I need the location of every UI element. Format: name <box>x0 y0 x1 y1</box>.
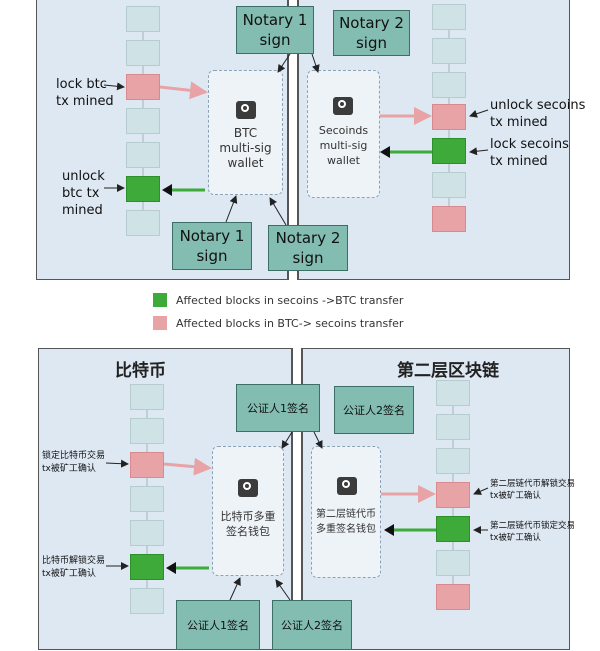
btc-lock-block <box>126 74 160 100</box>
bottom-panel-divider <box>292 348 302 650</box>
notary2-sign-bottom: Notary 2 sign <box>268 225 348 271</box>
sidechain-block <box>436 448 470 474</box>
btc-wallet-label: 比特币多重 签名钱包 <box>220 510 276 538</box>
btc-block <box>126 6 160 32</box>
btc-block <box>130 418 164 444</box>
unlock-secoins-label: unlock secoins tx mined <box>490 98 586 130</box>
notary1-sign-top: Notary 1 sign <box>236 6 314 54</box>
notary1-sign-bottom: Notary 1 sign <box>172 222 252 270</box>
top-panel-divider <box>288 0 298 280</box>
sidechain-block <box>432 72 466 98</box>
btc-block <box>126 108 160 134</box>
notary2-sign-top: Notary 2 sign <box>333 10 410 56</box>
sidechain-lock-block <box>432 138 466 164</box>
btc-block <box>130 520 164 546</box>
legend-pink-text: Affected blocks in BTC-> secoins transfe… <box>176 317 404 330</box>
btc-block <box>130 486 164 512</box>
notary2-sign-bottom: 公证人2签名 <box>272 600 352 650</box>
lock-sidechain-label: 第二层链代币锁定交易 tx被矿工确认 <box>490 521 576 543</box>
btc-unlock-block <box>130 554 164 580</box>
btc-block <box>130 384 164 410</box>
btc-multisig-wallet: 比特币多重 签名钱包 <box>212 446 284 576</box>
legend-green-swatch <box>153 293 167 307</box>
sidechain-multisig-wallet: 第二层链代币 多重签名钱包 <box>311 446 381 578</box>
sidechain-multisig-wallet: Secoinds multi-sig wallet <box>307 70 380 198</box>
sidechain-block-pink <box>432 206 466 232</box>
sidechain-wallet-label: 第二层链代币 多重签名钱包 <box>316 509 376 535</box>
sidechain-block <box>432 172 466 198</box>
notary1-sign-bottom: 公证人1签名 <box>176 600 260 650</box>
btc-multisig-wallet: BTC multi-sig wallet <box>208 70 283 195</box>
btc-block <box>130 588 164 614</box>
bottom-chain-links <box>146 406 454 588</box>
notary1-sign-top: 公证人1签名 <box>236 384 320 432</box>
btc-block <box>126 142 160 168</box>
btc-block <box>126 210 160 236</box>
sidechain-block <box>436 380 470 406</box>
lock-btc-label: 锁定比特币交易 tx被矿工确认 <box>42 451 106 474</box>
safe-icon <box>333 97 353 115</box>
lock-btc-label: lock btc tx mined <box>56 77 114 109</box>
sidechain-unlock-block <box>432 104 466 130</box>
btc-lock-block <box>130 452 164 478</box>
unlock-sidechain-label: 第二层链代币解锁交易 tx被矿工确认 <box>490 479 576 501</box>
legend-pink-swatch <box>153 316 167 330</box>
right-chain-title: 第二层区块链 <box>397 361 499 381</box>
btc-unlock-block <box>126 176 160 202</box>
sidechain-block <box>432 38 466 64</box>
sidechain-unlock-block <box>436 482 470 508</box>
sidechain-block-pink <box>436 584 470 610</box>
sidechain-block <box>436 414 470 440</box>
btc-chain-links <box>142 30 450 210</box>
unlock-btc-label: unlock btc tx mined <box>62 169 105 218</box>
lock-secoins-label: lock secoins tx mined <box>490 137 569 169</box>
safe-icon <box>337 477 357 495</box>
sidechain-lock-block <box>436 516 470 542</box>
safe-icon <box>236 101 256 119</box>
sidechain-block <box>436 550 470 576</box>
btc-wallet-label: BTC multi-sig wallet <box>219 126 272 170</box>
unlock-btc-label: 比特币解锁交易 tx被矿工确认 <box>42 556 106 579</box>
left-chain-title: 比特币 <box>115 361 166 381</box>
legend-green-text: Affected blocks in secoins ->BTC transfe… <box>176 294 404 307</box>
btc-block <box>126 40 160 66</box>
safe-icon <box>238 479 258 497</box>
sidechain-wallet-label: Secoinds multi-sig wallet <box>318 124 369 167</box>
sidechain-block <box>432 4 466 30</box>
notary2-sign-top: 公证人2签名 <box>334 386 414 434</box>
